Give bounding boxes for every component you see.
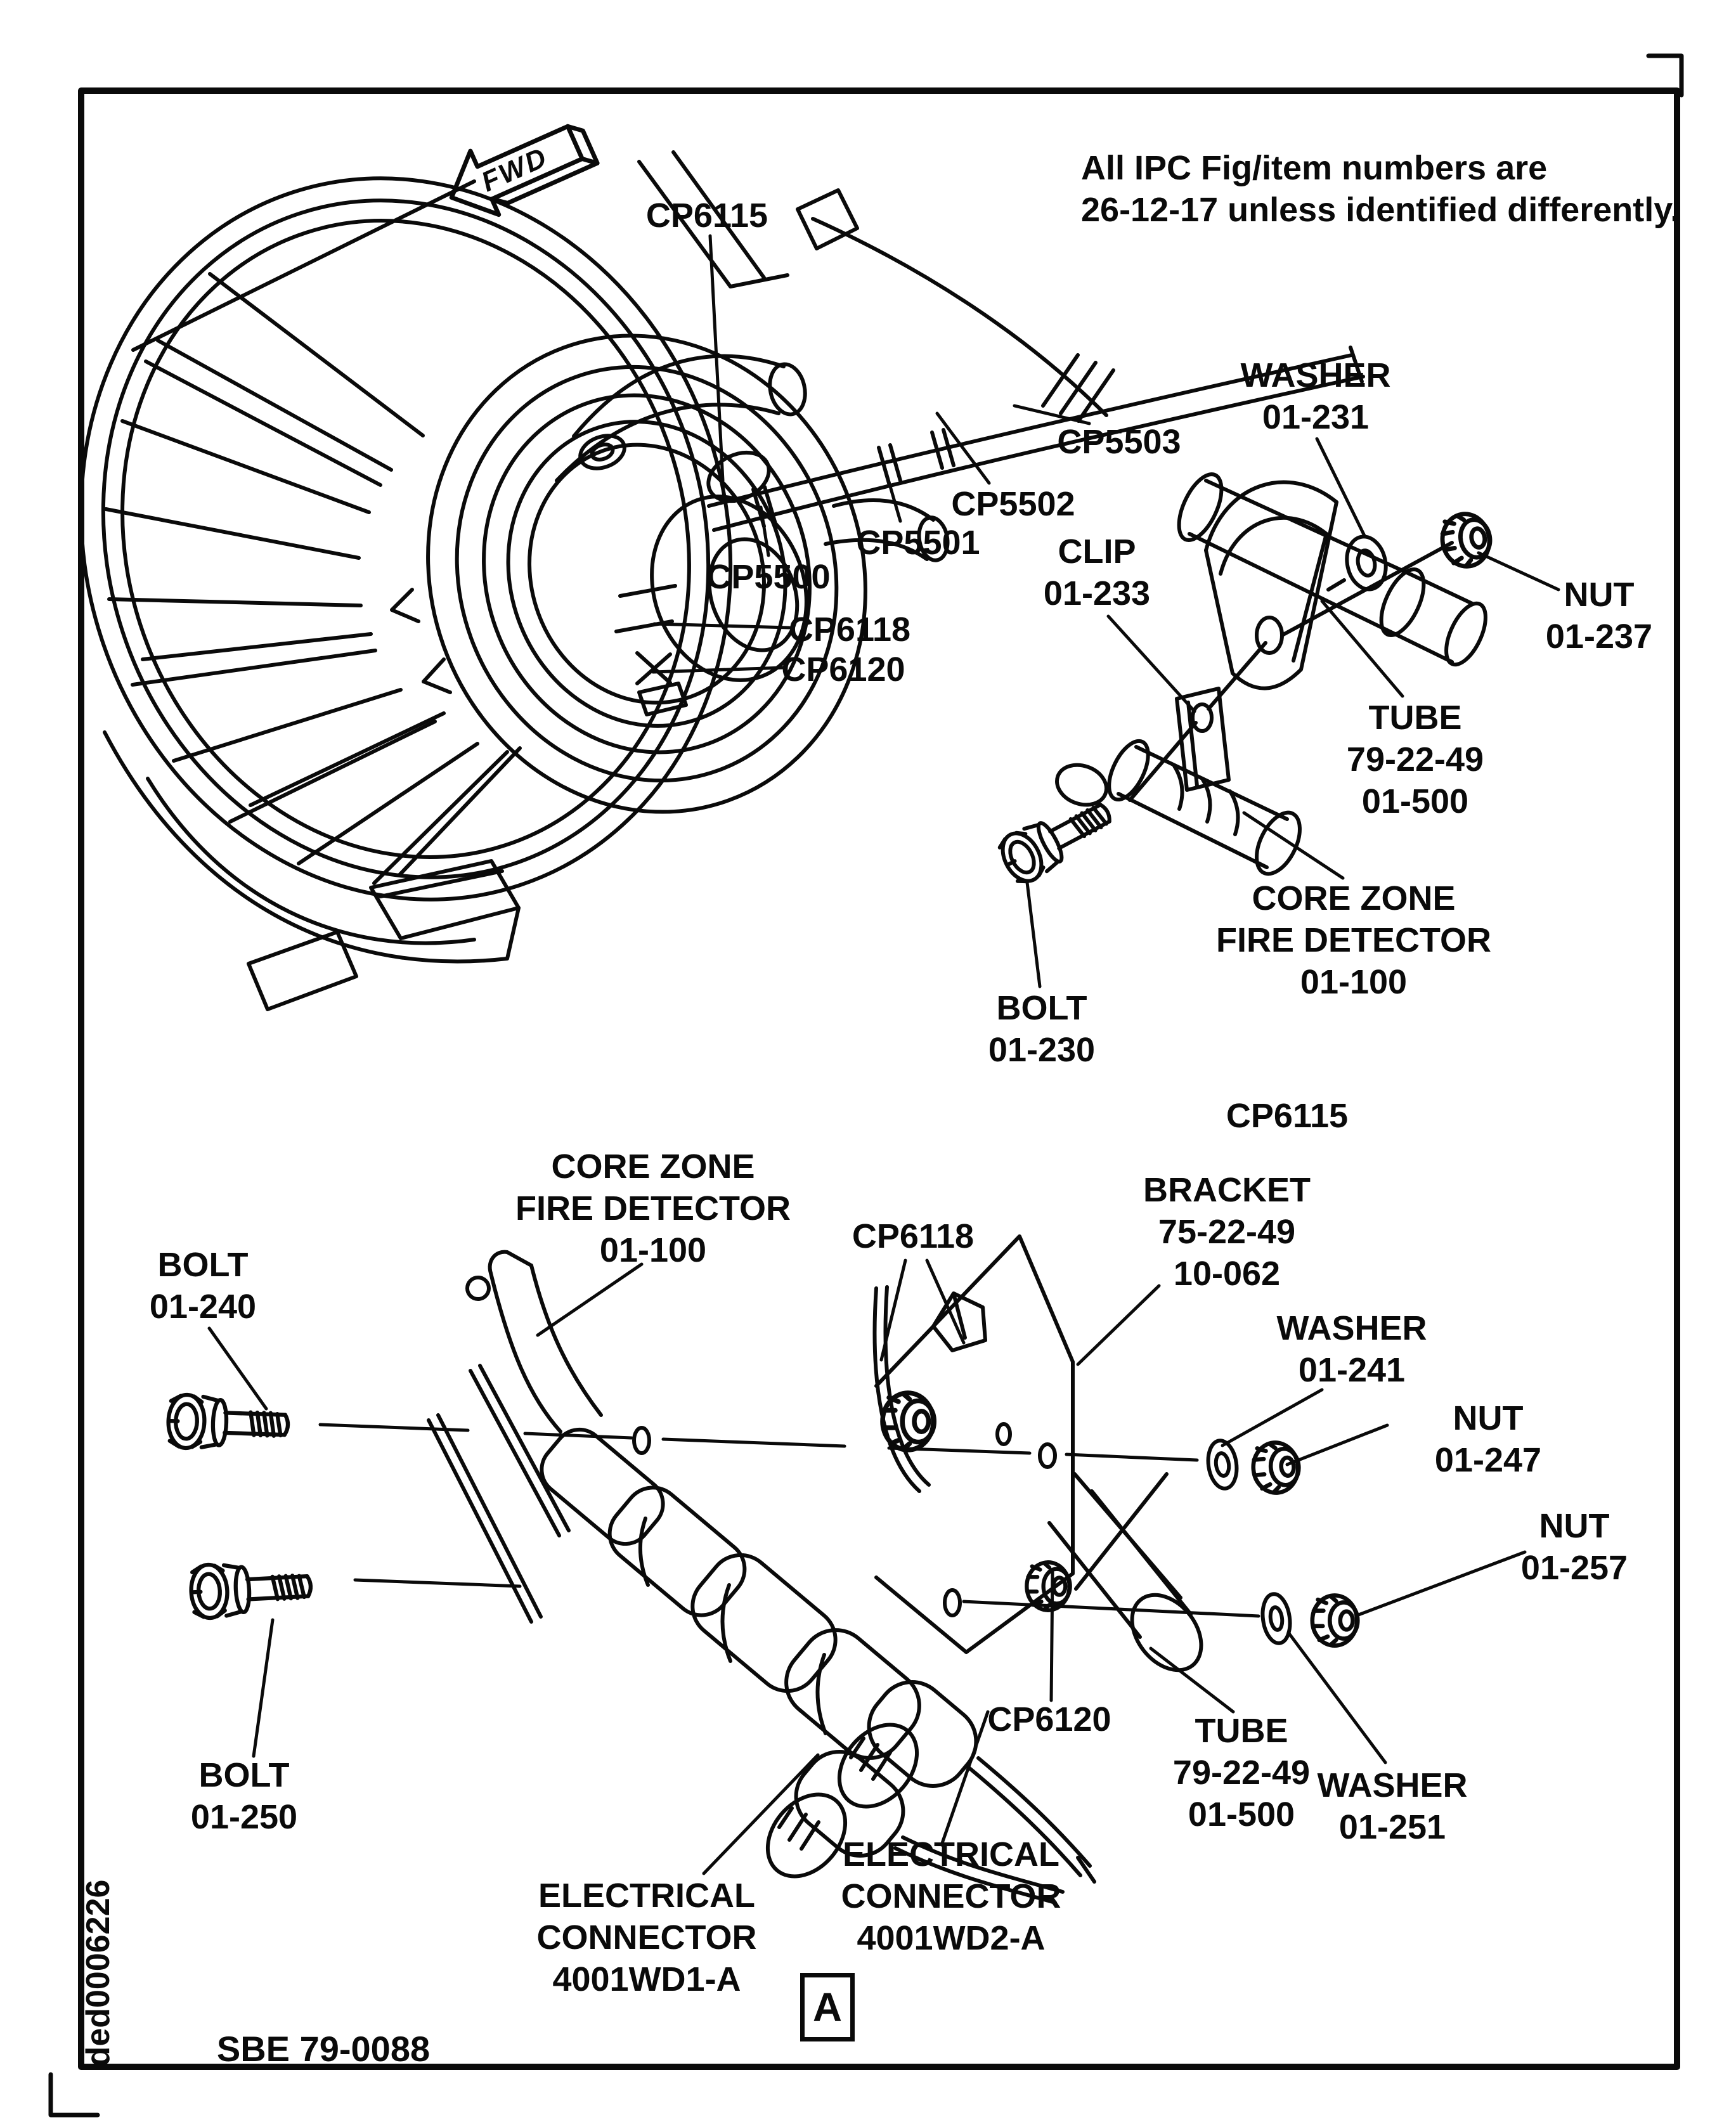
figure-reference: SBE 79-0088 — [216, 2029, 431, 2069]
engine-fan-drawing — [79, 150, 1108, 1011]
callout-line: 01-233 — [1043, 574, 1151, 612]
callout-line: 4001WD2-A — [857, 1919, 1046, 1957]
callout-cp5503: CP5503 — [1057, 423, 1181, 461]
callout-core-zone-detector-upper: CORE ZONE FIRE DETECTOR 01-100 — [1216, 877, 1491, 1003]
callout-cp6115-top: CP6115 — [645, 197, 768, 235]
callout-electrical-connector-wd1: ELECTRICAL CONNECTOR 4001WD1-A — [536, 1875, 756, 2000]
crop-mark-bottom-left — [48, 2072, 100, 2118]
callout-line: 79-22-49 — [1172, 1754, 1311, 1792]
callout-line: FIRE DETECTOR — [515, 1189, 791, 1227]
callout-bolt-230: BOLT 01-230 — [988, 987, 1095, 1071]
callout-line: 01-500 — [1188, 1795, 1295, 1834]
ipc-note-line1: All IPC Fig/item numbers are — [1081, 149, 1548, 187]
callout-line: 01-251 — [1338, 1808, 1446, 1846]
callout-line: 01-231 — [1262, 398, 1370, 436]
callout-line: BOLT — [996, 989, 1087, 1027]
upper-leader-lines — [651, 234, 1560, 988]
callout-bolt-250: BOLT 01-250 — [191, 1754, 297, 1838]
callout-line: CONNECTOR — [536, 1918, 757, 1957]
callout-line: 01-237 — [1545, 618, 1653, 656]
callout-line: BRACKET — [1143, 1171, 1311, 1209]
callout-line: 01-247 — [1434, 1441, 1542, 1479]
callout-cp6120-lower: CP6120 — [987, 1700, 1111, 1738]
callout-electrical-connector-wd2: ELECTRICAL CONNECTOR 4001WD2-A — [841, 1834, 1061, 1959]
detector-clip-assembly — [995, 641, 1302, 888]
callout-nut-257: NUT 01-257 — [1521, 1505, 1628, 1589]
callout-clip-233: CLIP 01-233 — [1044, 531, 1150, 614]
callout-cp6120-upper: CP6120 — [781, 650, 905, 689]
callout-line: TUBE — [1195, 1712, 1288, 1750]
crop-mark-top-right — [1646, 53, 1684, 98]
callout-line: 4001WD1-A — [552, 1960, 741, 1998]
callout-line: 01-240 — [149, 1288, 257, 1326]
callout-line: FIRE DETECTOR — [1215, 921, 1492, 959]
callout-washer-241: WASHER 01-241 — [1276, 1307, 1427, 1391]
callout-line: ELECTRICAL — [843, 1835, 1059, 1873]
callout-line: NUT — [1539, 1507, 1610, 1545]
callout-line: CONNECTOR — [841, 1877, 1061, 1915]
detail-marker-letter: A — [812, 1984, 843, 2030]
callout-cp5500: CP5500 — [706, 558, 831, 596]
callout-washer-251: WASHER 01-251 — [1317, 1764, 1467, 1848]
callout-line: WASHER — [1240, 356, 1391, 394]
conduit-lines — [707, 346, 1365, 532]
callout-bracket-062: BRACKET 75-22-49 10-062 — [1143, 1169, 1311, 1295]
callout-line: 01-257 — [1520, 1549, 1628, 1587]
ipc-note: All IPC Fig/item numbers are 26-12-17 un… — [1081, 147, 1680, 231]
callout-line: 01-100 — [1300, 963, 1408, 1001]
detail-marker-box: A — [800, 1973, 855, 2041]
callout-cp5501: CP5501 — [856, 524, 980, 562]
figure-border — [78, 87, 1680, 2070]
callout-bolt-240: BOLT 01-240 — [150, 1244, 256, 1328]
callout-line: BOLT — [157, 1246, 249, 1284]
lower-detector-assembly — [427, 1250, 1096, 1905]
document-number: ded0006226 — [80, 1879, 117, 2067]
callout-line: NUT — [1564, 576, 1635, 614]
callout-line: CORE ZONE — [551, 1148, 755, 1186]
callout-line: 01-230 — [988, 1031, 1096, 1069]
callout-nut-237: NUT 01-237 — [1546, 574, 1652, 657]
callout-washer-231: WASHER 01-231 — [1240, 354, 1390, 438]
lower-hardware — [167, 1394, 1357, 1646]
callout-line: 01-250 — [190, 1798, 298, 1836]
callout-line: CLIP — [1058, 533, 1136, 571]
callout-nut-247: NUT 01-247 — [1435, 1397, 1541, 1481]
tube-support-assembly — [1177, 472, 1494, 690]
lower-leader-lines — [207, 1258, 1527, 1875]
callout-tube-500-lower: TUBE 79-22-49 01-500 — [1173, 1710, 1310, 1835]
callout-cp5502: CP5502 — [951, 485, 1075, 523]
callout-tube-500-upper: TUBE 79-22-49 01-500 — [1347, 697, 1484, 822]
callout-line: WASHER — [1276, 1309, 1427, 1347]
callout-core-zone-detector-lower: CORE ZONE FIRE DETECTOR 01-100 — [515, 1146, 791, 1271]
callout-line: 79-22-49 — [1346, 741, 1484, 779]
callout-line: BOLT — [198, 1756, 290, 1794]
callout-line: TUBE — [1368, 699, 1462, 737]
callout-line: WASHER — [1317, 1766, 1468, 1804]
callout-line: 01-241 — [1298, 1351, 1406, 1389]
callout-line: 01-100 — [599, 1231, 707, 1269]
callout-cp6118-upper: CP6118 — [788, 611, 911, 649]
callout-line: NUT — [1453, 1399, 1524, 1437]
caption-cp6115: CP6115 — [1226, 1097, 1349, 1135]
ipc-note-line2: 26-12-17 unless identified differently. — [1081, 191, 1680, 229]
callout-line: 10-062 — [1173, 1255, 1281, 1293]
callout-line: ELECTRICAL — [538, 1877, 755, 1915]
callout-cp6118-lower: CP6118 — [852, 1217, 975, 1255]
callout-line: 75-22-49 — [1158, 1213, 1296, 1251]
callout-line: CORE ZONE — [1252, 879, 1456, 917]
callout-line: 01-500 — [1361, 782, 1469, 820]
